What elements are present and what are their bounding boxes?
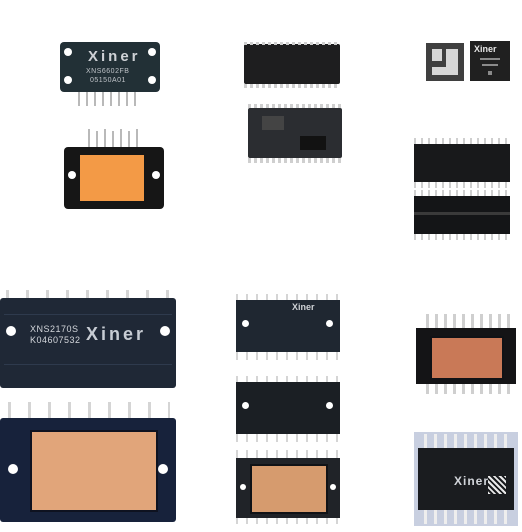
- power-module-image-1: Xiner XNS6602FB 05150A01: [60, 38, 160, 108]
- part-number-label: XNS6602FB: [86, 68, 130, 75]
- power-module-image-2: [62, 125, 166, 213]
- ipm-code: K04607532: [30, 335, 81, 345]
- qfn-chip-image-top-side: Xiner: [470, 41, 510, 81]
- power-module-image-9: [0, 402, 176, 524]
- ipm-brand-label: Xiner: [86, 324, 147, 344]
- module-brand-label-2: Xiner: [454, 474, 490, 488]
- power-module-image-11: [236, 376, 340, 442]
- power-module-image-12: [236, 450, 340, 526]
- module-brand-label: Xiner: [292, 302, 315, 312]
- qfn-chip-image-bottom-side: [426, 43, 464, 81]
- qr-code-icon: [488, 476, 506, 494]
- ipm-part-number: XNS2170S: [30, 324, 79, 334]
- power-module-image-8: XNS2170S K04607532 Xiner: [0, 290, 176, 390]
- power-module-image-10: Xiner: [236, 294, 340, 362]
- power-module-image-7: [414, 190, 510, 242]
- power-module-image-14: Xiner: [414, 432, 518, 526]
- date-code-label: 05150A01: [90, 77, 126, 84]
- chip-brand-label: Xiner: [474, 44, 497, 54]
- power-module-image-4: [248, 104, 342, 164]
- power-module-image-6: [414, 138, 510, 188]
- power-module-image-13: [416, 314, 516, 396]
- brand-label: Xiner: [88, 48, 141, 65]
- power-module-image-3: [244, 40, 340, 90]
